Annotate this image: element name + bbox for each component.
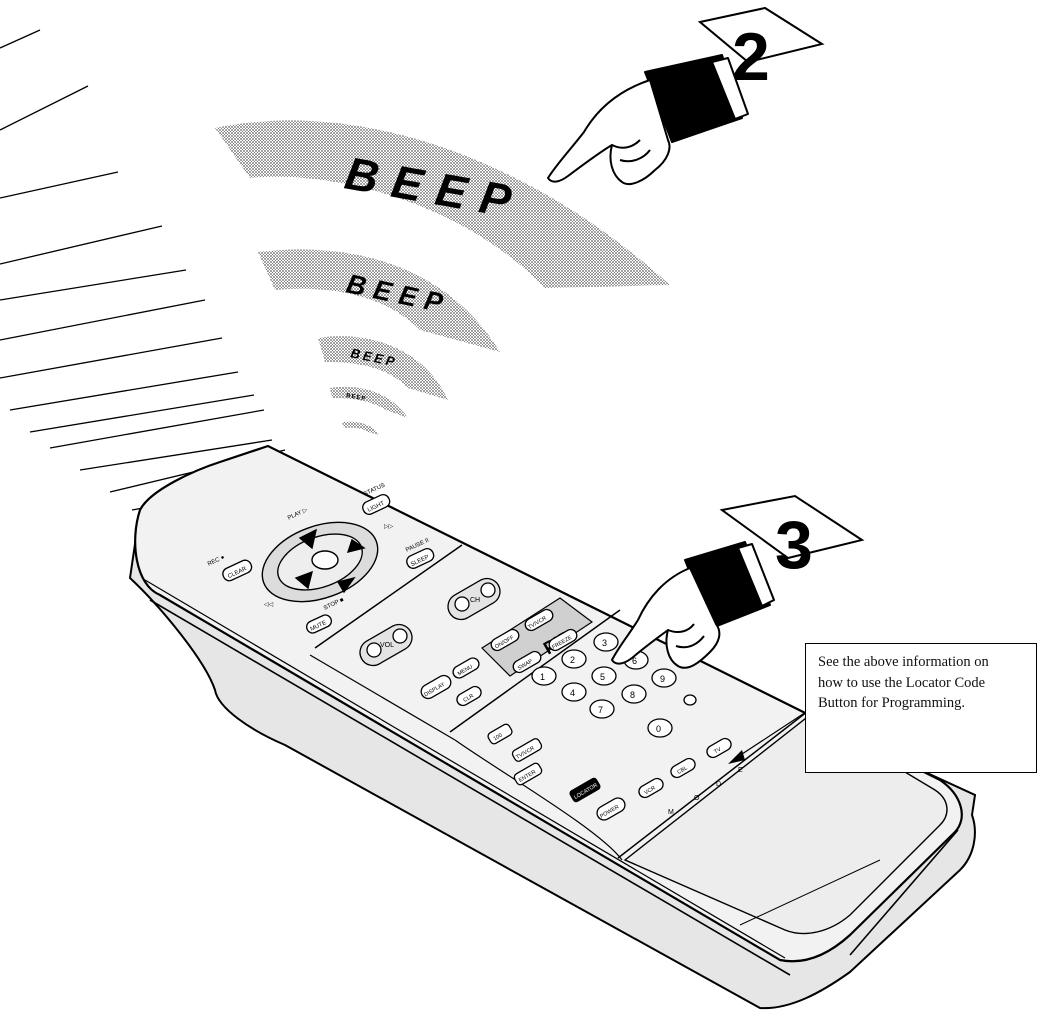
number-key-4[interactable]: 4 (562, 683, 586, 701)
number-key-9[interactable]: 9 (652, 669, 676, 687)
mode-letter-m: M (668, 809, 674, 816)
mode-letter-d: D (716, 781, 721, 788)
svg-text:CH: CH (470, 597, 480, 604)
number-key-3[interactable]: 3 (594, 633, 618, 651)
step-3-number: 3 (775, 507, 813, 583)
pointing-hand-3 (612, 542, 774, 668)
svg-text:3: 3 (602, 638, 607, 648)
beep-wave-4: BEEP (330, 387, 408, 418)
svg-text:VOL: VOL (380, 642, 394, 649)
number-key-8[interactable]: 8 (622, 685, 646, 703)
signal-lines (0, 30, 290, 510)
mode-letter-e: E (738, 767, 743, 774)
svg-text:4: 4 (570, 688, 575, 698)
svg-text:2: 2 (570, 655, 575, 665)
mode-letter-o: O (694, 795, 700, 802)
callout-line-2: how to use the Locator Code (818, 673, 1026, 694)
callout-line-1: See the above information on (818, 652, 1026, 673)
number-key-1[interactable]: 1 (532, 667, 556, 685)
ff-label: ▷▷ (384, 524, 394, 530)
rew-label: ◁◁ (264, 602, 274, 608)
number-key-2[interactable]: 2 (562, 650, 586, 668)
pointing-hand-2 (548, 55, 748, 184)
number-key-5[interactable]: 5 (592, 667, 616, 685)
number-key-7[interactable]: 7 (590, 700, 614, 718)
beep-wave-5 (342, 422, 380, 435)
svg-text:5: 5 (600, 672, 605, 682)
number-key-0[interactable]: 0 (648, 719, 672, 737)
svg-text:9: 9 (660, 674, 665, 684)
indicator-light (684, 695, 696, 705)
callout-line-3: Button for Programming. (818, 693, 1026, 714)
svg-text:0: 0 (656, 724, 661, 734)
svg-text:8: 8 (630, 690, 635, 700)
callout-box: See the above information on how to use … (805, 643, 1037, 773)
svg-text:7: 7 (598, 705, 603, 715)
svg-text:1: 1 (540, 672, 545, 682)
beep-wave-2: BEEP (258, 249, 500, 352)
